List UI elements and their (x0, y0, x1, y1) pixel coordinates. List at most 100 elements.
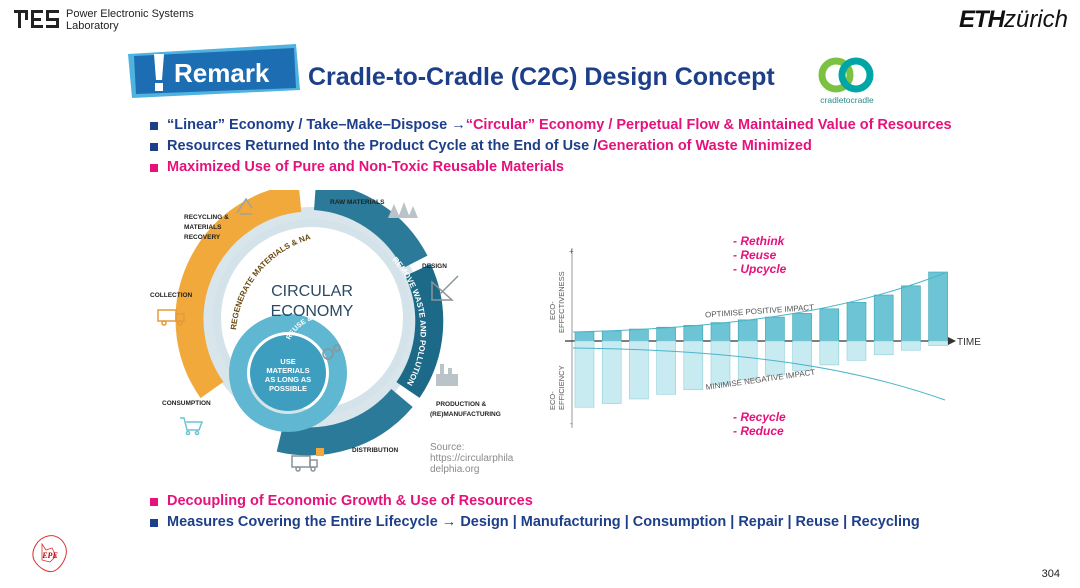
pes-logo (14, 10, 59, 28)
efficiency-bar (737, 340, 758, 380)
bullet-text: Generation of Waste Minimized (597, 138, 812, 154)
bullet-item: Decoupling of Economic Growth & Use of R… (150, 491, 920, 512)
efficiency-bar (574, 340, 595, 408)
delivery-truck-icon (291, 448, 324, 472)
effectiveness-bar (574, 331, 595, 342)
bullet-item: “Linear” Economy / Take–Make–Dispose → “… (150, 115, 952, 136)
note-upcycle: - Upcycle (733, 262, 787, 276)
label-recycling-3: RECOVERY (184, 234, 221, 241)
y-top-label-2: EFFECTIVENESS (557, 271, 566, 333)
label-consumption: CONSUMPTION (162, 400, 211, 407)
effectiveness-bar (873, 294, 894, 342)
plus-sign: + (569, 247, 574, 256)
effectiveness-bar (683, 325, 704, 342)
efficiency-bar (792, 340, 812, 371)
label-design: DESIGN (422, 263, 447, 270)
bullet-square-icon (150, 518, 158, 527)
circular-center-line2: ECONOMY (271, 303, 354, 320)
lower-curve (572, 347, 946, 401)
lab-name-line1: Power Electronic Systems (66, 8, 194, 20)
eth-logo-bold: ETH (958, 6, 1005, 33)
design-tools-icon (431, 275, 459, 301)
label-raw-materials: RAW MATERIALS (330, 199, 385, 206)
bullet-text: “Linear” Economy / Take–Make–Dispose → (167, 117, 466, 133)
bottom-notes: - Recycle - Reduce (733, 410, 786, 438)
bullet-text: Resources Returned Into the Product Cycl… (167, 138, 598, 154)
remark-text: Remark (174, 58, 270, 88)
eth-logo: ETHzürich (959, 6, 1068, 34)
efficiency-bar (710, 340, 731, 385)
effectiveness-bar (792, 313, 812, 342)
note-reuse: - Reuse (733, 248, 777, 262)
effectiveness-bar (765, 316, 785, 342)
eth-logo-light: zürich (1003, 6, 1068, 33)
efficiency-bar (683, 340, 704, 391)
efficiency-bar (656, 340, 676, 395)
page-title: Cradle-to-Cradle (C2C) Design Concept (308, 63, 775, 91)
circular-center-line1: CIRCULAR (271, 283, 353, 300)
upper-curve (572, 272, 946, 333)
effectiveness-bar (928, 271, 948, 342)
circular-economy-diagram: REGENERATE MATERIALS & NATURAL SYSTEMS R… (140, 190, 501, 472)
efficiency-bar (928, 340, 948, 346)
note-recycle: - Recycle (733, 410, 786, 424)
efficiency-bar (601, 340, 622, 404)
effectiveness-bar (846, 302, 867, 342)
bullet-item: Resources Returned Into the Product Cycl… (150, 136, 952, 157)
minus-sign: - (570, 419, 573, 428)
factory-icon (436, 364, 458, 386)
bullet-text: Decoupling of Economic Growth & Use of R… (167, 493, 533, 509)
label-collection: COLLECTION (150, 292, 193, 299)
y-top-label-1: ECO- (548, 301, 557, 320)
bottom-bullets: Decoupling of Economic Growth & Use of R… (150, 491, 920, 533)
efficiency-bar (873, 340, 894, 356)
c2c-logo-text: cradletocradle (820, 95, 874, 105)
efficiency-bar (901, 340, 921, 351)
top-notes: - Rethink - Reuse - Upcycle (733, 234, 786, 276)
efficiency-bar (629, 340, 649, 400)
gears-icon (322, 344, 341, 360)
epe-logo-text: EPE (41, 551, 58, 560)
note-reduce: - Reduce (733, 424, 784, 438)
remark-badge: Remark (128, 44, 300, 98)
top-bullets: “Linear” Economy / Take–Make–Dispose → “… (150, 115, 952, 178)
effectiveness-bar (656, 326, 676, 342)
efficiency-bar (819, 340, 840, 366)
inner-line2: MATERIALS (266, 366, 309, 375)
trees-icon (388, 202, 418, 218)
x-axis-label: TIME (957, 337, 981, 348)
collection-truck-icon (157, 309, 185, 326)
label-production-1: PRODUCTION & (436, 401, 487, 408)
effectiveness-bar (737, 319, 758, 342)
bullet-text: Measures Covering the Entire Lifecycle →… (167, 514, 920, 530)
y-bottom-label-1: ECO- (548, 391, 557, 410)
label-production-2: (RE)MANUFACTURING (430, 411, 501, 418)
source-note: Source: https://circularphila delphia.or… (430, 442, 514, 475)
note-rethink: - Rethink (733, 234, 785, 248)
effectiveness-bar (901, 285, 921, 342)
shopping-cart-icon (180, 417, 204, 436)
c2c-logo: cradletocradle (818, 57, 874, 105)
inner-line3: AS LONG AS (265, 375, 311, 384)
bullet-text: Maximized Use of Pure and Non-Toxic Reus… (167, 159, 564, 175)
effectiveness-bar (819, 308, 840, 342)
bullet-square-icon (150, 121, 158, 130)
bullet-text: “Circular” Economy / Perpetual Flow & Ma… (465, 117, 952, 133)
y-bottom-label-2: EFFICIENCY (557, 365, 566, 410)
eco-chart: + - TIME ECO- EFFECTIVENESS ECO- EFFICIE… (548, 247, 981, 428)
epe-logo: EPE (32, 535, 67, 573)
bullet-square-icon (150, 497, 158, 506)
lab-name: Power Electronic Systems Laboratory (66, 8, 194, 32)
effectiveness-bar (710, 322, 731, 342)
bullet-square-icon (150, 163, 158, 172)
x-axis-arrow (948, 337, 956, 345)
bullet-item: Maximized Use of Pure and Non-Toxic Reus… (150, 157, 952, 178)
lab-name-line2: Laboratory (66, 20, 119, 32)
recycle-icon (236, 197, 253, 215)
page-number: 304 (1041, 568, 1060, 580)
effectiveness-bar (601, 330, 622, 342)
bullet-item: Measures Covering the Entire Lifecycle →… (150, 512, 920, 533)
label-recycling-1: RECYCLING & (184, 214, 229, 221)
efficiency-bar (846, 340, 867, 361)
effectiveness-bar (629, 328, 649, 342)
